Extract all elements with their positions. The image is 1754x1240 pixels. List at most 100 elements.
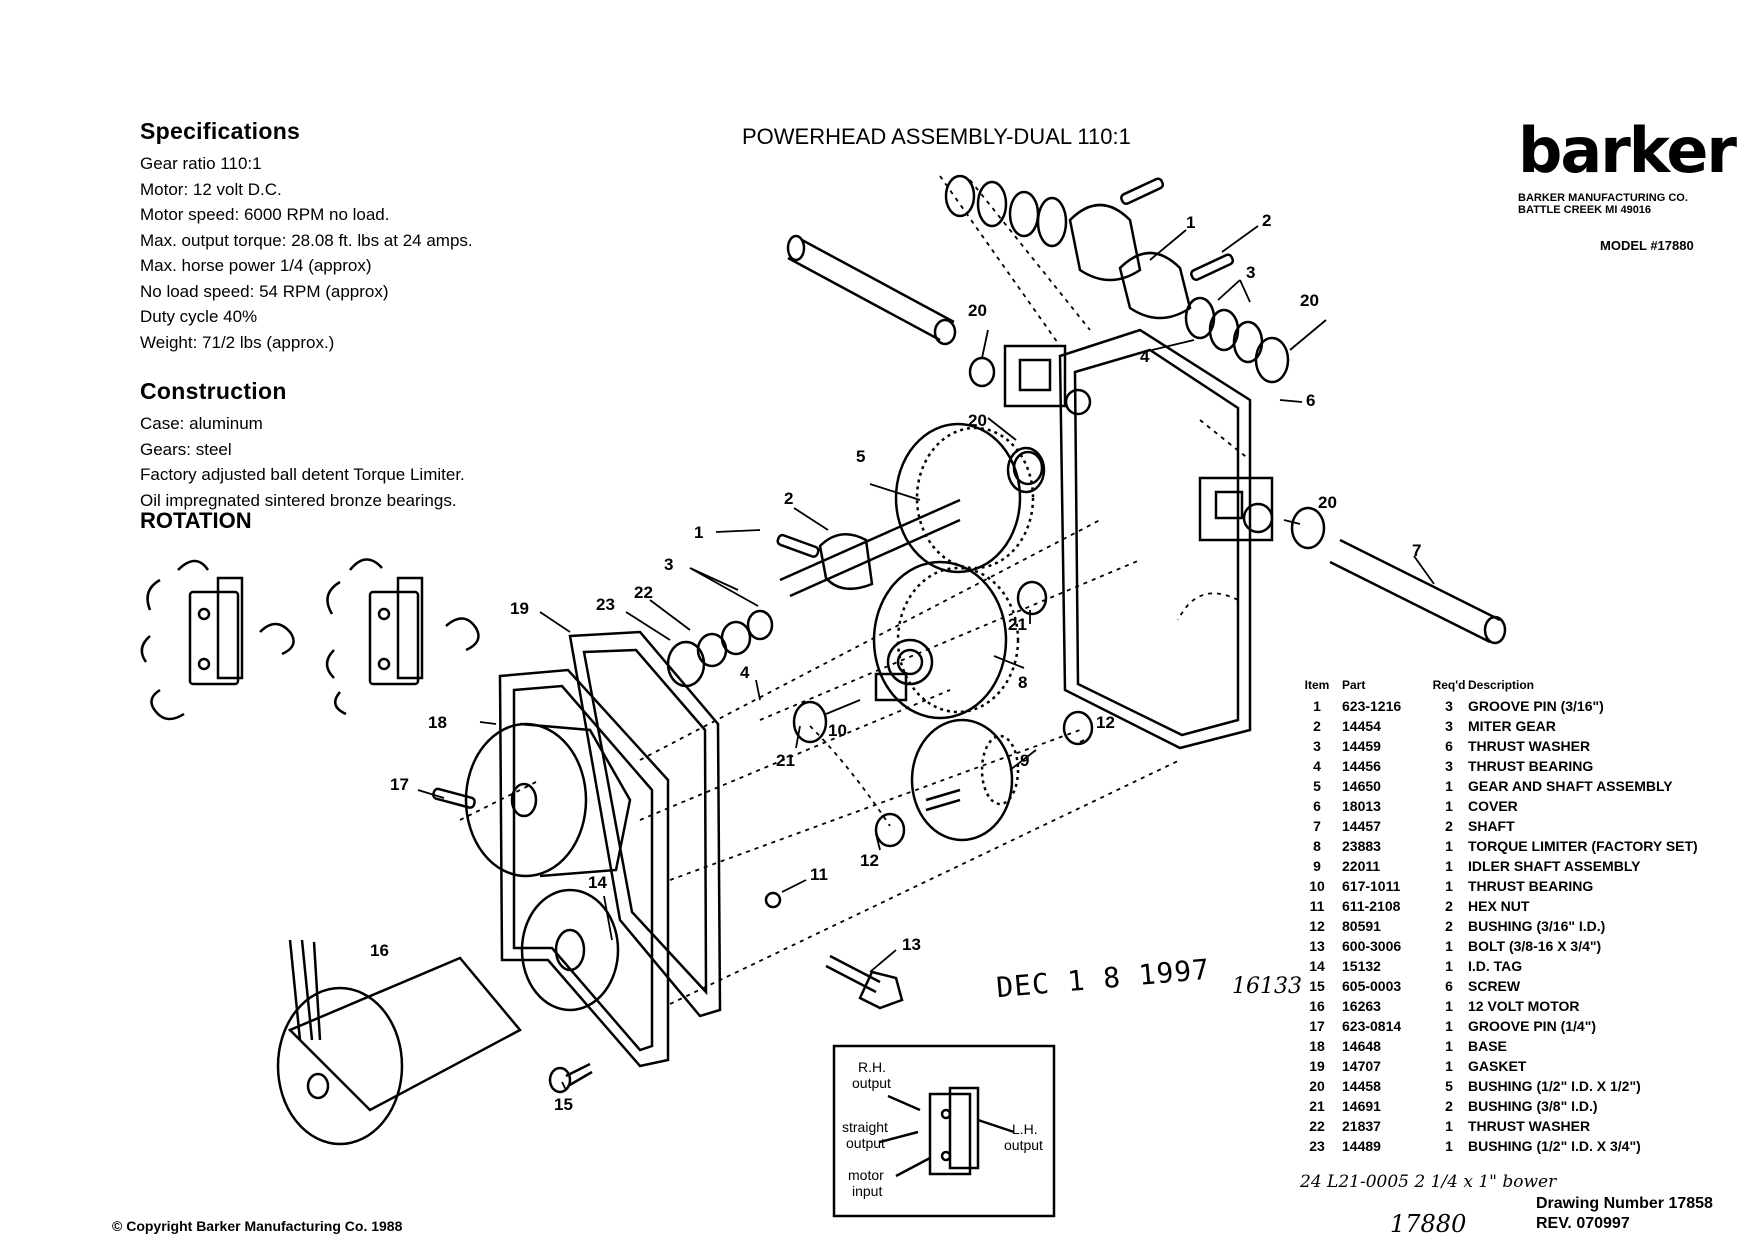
rotation-heading: ROTATION	[140, 508, 252, 533]
quantity: 1	[1445, 998, 1453, 1014]
callout-number: 14	[588, 873, 607, 892]
quantity: 1	[1445, 858, 1453, 874]
item-number: 11	[1309, 898, 1325, 914]
lh-output-label: L.H.	[1012, 1121, 1038, 1137]
part-number: 14457	[1342, 818, 1381, 834]
torque-limiter	[872, 560, 1020, 720]
output-diagram	[832, 1044, 1056, 1218]
base	[498, 668, 670, 1068]
part-number: 605-0003	[1342, 978, 1402, 994]
item-number: 10	[1309, 878, 1325, 894]
quantity: 2	[1445, 898, 1453, 914]
table-row: 1 623-1216 3 GROOVE PIN (3/16")	[1292, 696, 1698, 716]
callout-number: 1	[694, 523, 703, 542]
straight-output-label: output	[846, 1135, 885, 1151]
barker-logo: barker	[1518, 114, 1737, 187]
callout-number: 17	[390, 775, 409, 794]
description: GROOVE PIN (3/16")	[1468, 698, 1604, 714]
quantity: 5	[1445, 1078, 1453, 1094]
part-number: 14458	[1342, 1078, 1381, 1094]
motor	[276, 939, 522, 1146]
drawing-info: Drawing Number 17858 REV. 070997	[1536, 1194, 1713, 1234]
quantity: 6	[1445, 738, 1453, 754]
item-number: 1	[1313, 698, 1321, 714]
part-number: 623-0814	[1342, 1018, 1402, 1034]
item-number: 22	[1309, 1118, 1325, 1134]
item-number: 9	[1313, 858, 1321, 874]
quantity: 1	[1445, 838, 1453, 854]
rh-output-label: output	[852, 1075, 891, 1091]
parts-header-row: Item Part Req'd Description	[1292, 674, 1698, 696]
part-number: 600-3006	[1342, 938, 1402, 954]
quantity: 3	[1445, 698, 1453, 714]
callout-number: 1	[1186, 213, 1195, 232]
part-number: 14650	[1342, 778, 1381, 794]
quantity: 2	[1445, 1098, 1453, 1114]
description: HEX NUT	[1468, 898, 1530, 914]
company-address: BARKER MANUFACTURING CO. BATTLE CREEK MI…	[1518, 192, 1688, 216]
description: THRUST BEARING	[1468, 758, 1594, 774]
description: GASKET	[1468, 1058, 1527, 1074]
callout-number: 4	[1140, 347, 1150, 366]
callout-number: 8	[1018, 673, 1027, 692]
callout-number: 10	[828, 721, 847, 740]
quantity: 1	[1445, 1118, 1453, 1134]
copyright: © Copyright Barker Manufacturing Co. 198…	[112, 1218, 403, 1234]
callout-number: 9	[1020, 751, 1029, 770]
part-number: 14456	[1342, 758, 1381, 774]
handwritten-note-side: 16133	[1232, 974, 1302, 999]
part-number: 14707	[1342, 1058, 1381, 1074]
item-number: 19	[1309, 1058, 1325, 1074]
spec-line: Motor speed: 6000 RPM no load.	[140, 205, 390, 224]
callout-number: 11	[810, 865, 828, 884]
item-number: 4	[1313, 758, 1321, 774]
callout-number: 2	[784, 489, 793, 508]
callout-number: 16	[370, 941, 389, 960]
rotation-block-left	[140, 559, 295, 721]
part-number: 16263	[1342, 998, 1381, 1014]
description: BUSHING (3/16" I.D.)	[1468, 918, 1606, 934]
callout-number: 12	[860, 851, 879, 870]
header-item: Item	[1304, 678, 1330, 692]
drawing-title: POWERHEAD ASSEMBLY-DUAL 110:1	[742, 124, 1131, 149]
part-number: 14454	[1342, 718, 1381, 734]
spec-line: Weight: 71/2 lbs (approx.)	[140, 332, 335, 352]
item-number: 15	[1309, 978, 1325, 994]
item-number: 14	[1309, 958, 1325, 974]
quantity: 2	[1445, 818, 1453, 834]
callout-number: 5	[856, 447, 865, 466]
description: BUSHING (1/2" I.D. X 1/2")	[1468, 1078, 1641, 1094]
spec-line: Gear ratio 110:1	[140, 154, 262, 173]
parts-list: Item Part Req'd Description 1 623-1216 3 GR…	[1292, 674, 1752, 1156]
part-number: 14489	[1342, 1138, 1381, 1154]
item-number: 5	[1313, 778, 1321, 794]
handwritten-note-bottom: 17880	[1390, 1210, 1467, 1238]
callout-number: 20	[1300, 291, 1319, 310]
description: MITER GEAR	[1468, 718, 1556, 734]
item-number: 18	[1309, 1038, 1325, 1054]
quantity: 1	[1445, 798, 1453, 814]
part-number: 21837	[1342, 1118, 1381, 1134]
top-gear-stack	[944, 174, 1290, 384]
callout-number: 15	[554, 1095, 573, 1114]
part-number: 623-1216	[1342, 698, 1402, 714]
revision: REV. 070997	[1536, 1215, 1630, 1232]
company-city: BATTLE CREEK MI 49016	[1518, 204, 1652, 216]
part-number: 22011	[1342, 858, 1381, 874]
item-number: 8	[1313, 838, 1321, 854]
callout-number: 20	[968, 301, 987, 320]
quantity: 1	[1445, 878, 1453, 894]
description: I.D. TAG	[1468, 958, 1523, 974]
part-number: 80591	[1342, 918, 1381, 934]
specifications-block: Specifications Gear ratio 110:1 Motor: 1…	[140, 118, 700, 355]
motor-input-label: input	[852, 1183, 882, 1199]
